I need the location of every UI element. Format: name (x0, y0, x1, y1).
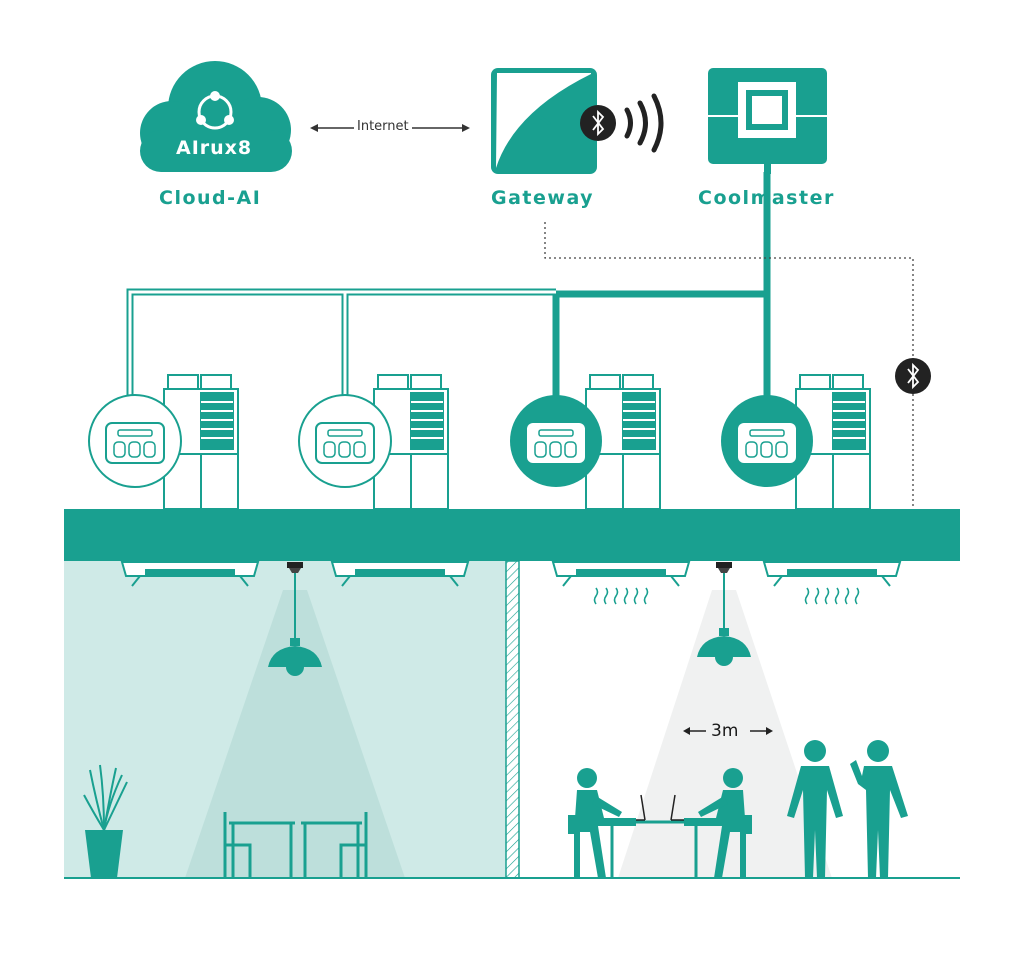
bluetooth-icon (580, 105, 616, 141)
thermostat-icon (298, 394, 392, 488)
cloud-icon (140, 61, 292, 172)
desk-icon (223, 812, 368, 878)
ceiling-ac-icon (120, 561, 260, 587)
coolmaster-label: Coolmaster (698, 187, 835, 209)
person-icon (568, 768, 636, 878)
wifi-signal-icon (624, 93, 664, 153)
thermostat-icon (510, 395, 602, 487)
cloud-ai-label: Cloud-AI (159, 187, 262, 209)
person-icon (850, 740, 908, 878)
outdoor-unit-icon (163, 374, 239, 510)
gateway-label: Gateway (491, 187, 595, 209)
thermostat-icon (721, 395, 813, 487)
internet-label: Internet (354, 119, 412, 134)
distance-arrow (683, 727, 773, 735)
ceiling-ac-icon (551, 561, 691, 587)
cloud-brand-name: AIrux8 (176, 137, 253, 159)
ceiling-ac-icon (330, 561, 470, 587)
coolmaster-icon (708, 68, 827, 174)
distance-label: 3m (711, 721, 739, 741)
pendant-lamp-icon (697, 573, 751, 666)
outdoor-unit-icon (795, 374, 871, 510)
person-icon (684, 768, 752, 878)
plant-icon (83, 764, 128, 878)
pendant-lamp-icon (268, 573, 322, 676)
thermostat-icon (88, 394, 182, 488)
person-icon (787, 740, 843, 878)
bluetooth-icon (895, 358, 931, 394)
ceiling-ac-icon (762, 561, 902, 587)
light-cone (618, 590, 832, 878)
gateway-icon (491, 68, 597, 174)
airflow-icon (593, 587, 649, 605)
ceiling-slab (64, 509, 960, 561)
light-cone (185, 590, 405, 878)
sensor-icon (287, 562, 303, 573)
partition-wall (505, 560, 520, 879)
sensor-icon (716, 562, 732, 573)
control-wiring (126, 172, 771, 410)
airflow-icon (804, 587, 860, 605)
